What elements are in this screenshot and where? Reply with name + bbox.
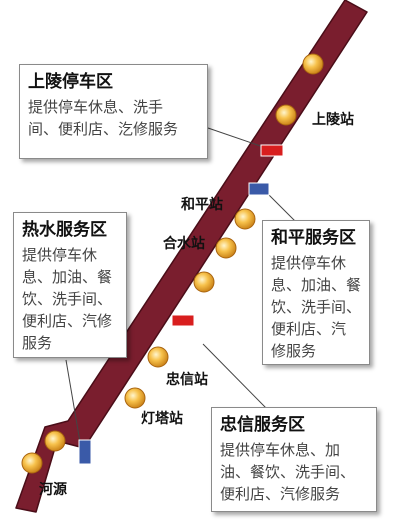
callout-desc: 提供停车休息、洗手 间、便利店、汔修服务 <box>28 98 179 138</box>
leader-reshui-service <box>65 359 81 443</box>
station-dot-shangling-2 <box>275 104 297 126</box>
station-dot-heshui <box>215 237 237 259</box>
station-dot-heyuan-upper <box>44 430 66 452</box>
service-marker-reshui <box>78 439 92 465</box>
station-label-heping: 和平站 <box>181 197 223 213</box>
highway-route <box>15 0 368 513</box>
callout-shangling-parking: 上陵停车区 提供停车休息、洗手 间、便利店、汔修服务 <box>19 64 208 159</box>
callout-zhongxin-service: 忠信服务区 提供停车休息、加 油、餐饮、洗手间、 便利店、汽修服务 <box>211 407 377 512</box>
station-dot-dengta <box>124 387 146 409</box>
parking-marker-zhongxin <box>171 314 195 327</box>
station-label-zhongxin: 忠信站 <box>166 372 208 388</box>
callout-desc: 提供停车休 息、加油、餐 饮、洗手间、 便利店、汽修 服务 <box>22 246 113 352</box>
station-label-heshui: 合水站 <box>163 236 205 252</box>
station-label-dengta: 灯塔站 <box>141 411 183 427</box>
parking-marker-shangling <box>260 144 284 157</box>
callout-title: 忠信服务区 <box>220 415 305 435</box>
callout-desc: 提供停车休 息、加油、餐 饮、洗手间、 便利店、汽 修服务 <box>271 254 362 360</box>
callout-reshui-service: 热水服务区 提供停车休 息、加油、餐 饮、洗手间、 便利店、汽修 服务 <box>13 212 127 358</box>
station-dot-between <box>193 271 215 293</box>
callout-heping-service: 和平服务区 提供停车休 息、加油、餐 饮、洗手间、 便利店、汽 修服务 <box>262 220 370 365</box>
station-dot-heping <box>234 208 256 230</box>
station-dot-zhongxin <box>147 346 169 368</box>
station-label-shangling: 上陵站 <box>312 112 354 128</box>
callout-desc: 提供停车休息、加 油、餐饮、洗手间、 便利店、汽修服务 <box>220 441 356 503</box>
callout-title: 热水服务区 <box>22 220 107 240</box>
station-label-heyuan: 河源 <box>39 482 67 498</box>
callout-title: 上陵停车区 <box>28 72 113 92</box>
station-dot-shangling <box>302 53 324 75</box>
callout-title: 和平服务区 <box>271 228 356 248</box>
service-marker-heping <box>248 182 270 196</box>
station-dot-heyuan <box>21 452 43 474</box>
leader-zhongxin-service <box>202 343 269 411</box>
